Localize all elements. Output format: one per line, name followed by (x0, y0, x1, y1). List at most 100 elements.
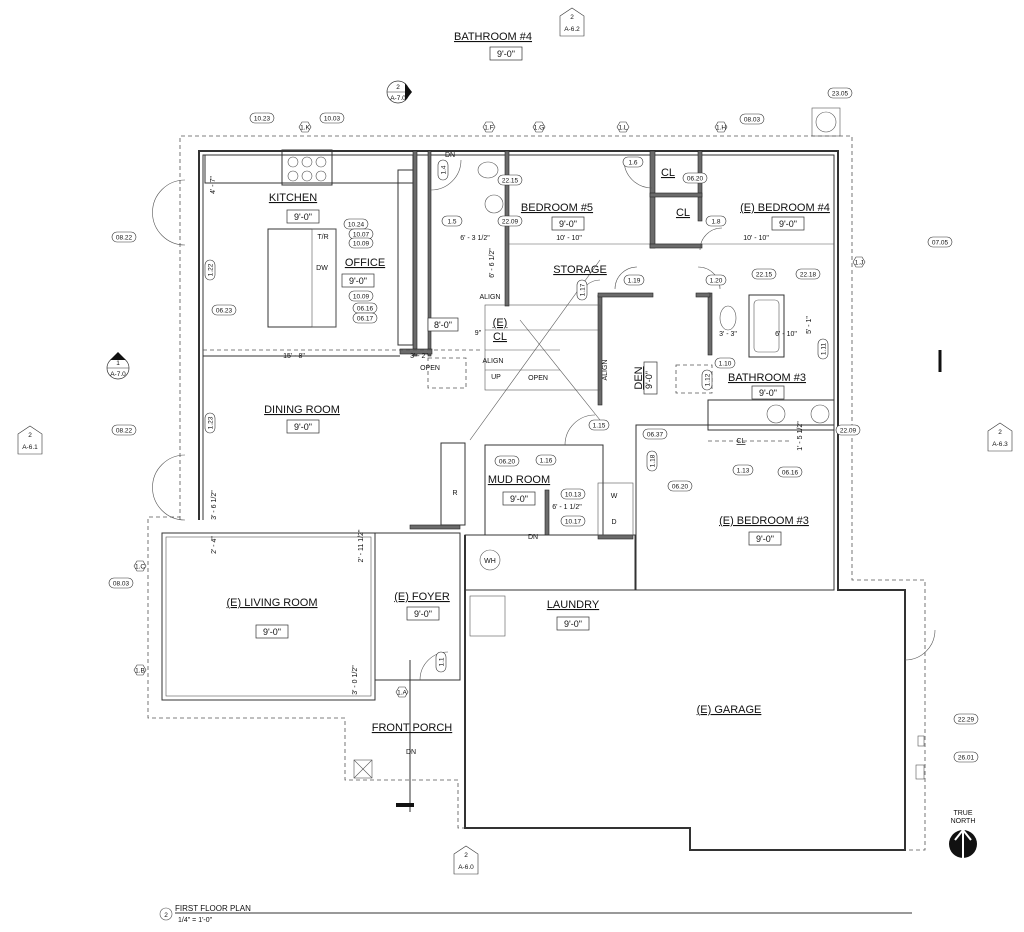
ceiling-height: 9'-0" (497, 49, 515, 59)
keynote-callout: 06.20 (682, 172, 708, 184)
section-sheet: A-6.1 (22, 444, 38, 451)
door-tag: 1.23 (204, 412, 216, 434)
callout-text: 10.17 (565, 518, 582, 525)
keynote-callout: 10.09 (348, 290, 374, 302)
drawing-scale: 1/4" = 1'-0" (178, 917, 213, 924)
plan-note: DW (316, 265, 328, 272)
room-name: BATHROOM #4 (454, 31, 532, 43)
keynote-callout: 08.03 (739, 113, 765, 125)
door-tag-text: 1.16 (540, 457, 553, 464)
section-sheet: A-7.0 (110, 371, 126, 378)
callout-text: 10.07 (353, 231, 370, 238)
room-name: CL (676, 207, 690, 219)
room-17: CL (676, 207, 690, 219)
window-tag-text: 1.B (135, 667, 145, 674)
section-sheet: A-6.2 (564, 26, 580, 33)
door-tag-text: 1.8 (711, 218, 720, 225)
plan-note: T/R (317, 234, 328, 241)
keynote-callout: 06.20 (667, 480, 693, 492)
plan-note: R (452, 490, 457, 497)
window-tag: 1.G (532, 121, 546, 133)
keynote-callout: 07.05 (927, 236, 953, 248)
callout-text: 22.09 (840, 427, 857, 434)
room-name: BEDROOM #5 (521, 202, 593, 214)
room-name: LAUNDRY (547, 599, 600, 611)
plan-note: DN (528, 534, 538, 541)
keynote-callout: 06.16 (352, 302, 378, 314)
keynote-callout: 22.29 (953, 713, 979, 725)
door-tag-text: 1.12 (704, 373, 711, 386)
room-name: (E) BEDROOM #4 (740, 202, 830, 214)
door-tag-text: 1.6 (628, 159, 637, 166)
dimension-label: 2' - 4" (211, 536, 218, 554)
callout-text: 22.09 (502, 218, 519, 225)
ceiling-height-box (771, 216, 805, 231)
room-name: FRONT PORCH (372, 722, 453, 734)
dimension-label: 3' - 2" (410, 353, 428, 360)
keynote-callout: 08.22 (111, 231, 137, 243)
keynote-callout: 06.17 (352, 312, 378, 324)
door-tag: 1.5 (441, 215, 463, 227)
plan-note: DN (406, 749, 416, 756)
window-tag: 1.K (298, 121, 312, 133)
keynote-callout: 22.15 (497, 174, 523, 186)
section-number: 2 (998, 429, 1002, 436)
ceiling-height-box (551, 216, 585, 231)
ceiling-height: 9'-0" (759, 388, 777, 398)
window-tag-text: 1.A (397, 689, 407, 696)
window-tag-text: 1.C (135, 563, 145, 570)
callout-text: 06.16 (782, 469, 799, 476)
room-7: BATHROOM #39'-0" (728, 372, 806, 400)
room-name: DEN (633, 366, 645, 389)
keynote-callout: 06.23 (211, 304, 237, 316)
ceiling-height: 9'-0" (349, 276, 367, 286)
callout-text: 23.05 (832, 90, 849, 97)
keynote-callout: 22.15 (751, 268, 777, 280)
section-marker: 2A-6.1 (17, 425, 43, 455)
door-tag-text: 1.1 (438, 657, 445, 666)
keynote-callout: 10.03 (319, 112, 345, 124)
ceiling-height: 9'-0" (779, 219, 797, 229)
room-name: (E) FOYER (394, 591, 450, 603)
ceiling-height: 9'-0" (756, 534, 774, 544)
ceiling-height: 9'-0" (644, 371, 654, 389)
dimension-label: 5' - 1" (806, 316, 813, 334)
room-3: BEDROOM #59'-0" (521, 202, 593, 231)
door-tag-text: 1.20 (710, 277, 723, 284)
keynote-callout: 23.05 (827, 87, 853, 99)
callout-text: 22.18 (800, 271, 817, 278)
door-tag: 1.15 (588, 419, 610, 431)
room-name: MUD ROOM (488, 474, 550, 486)
ceiling-height-box (406, 606, 440, 621)
window-tag: 1.J (852, 256, 866, 268)
callout-text: 06.37 (647, 431, 664, 438)
room-2: BATHROOM #4 9'-0" (454, 31, 532, 61)
dimension-label: 6' - 6 1/2" (489, 248, 496, 278)
keynote-callout: 10.24 (343, 218, 369, 230)
section-sheet: A-7.0 (390, 95, 406, 102)
window-tag-text: 1.F (484, 124, 493, 131)
door-tag-text: 1.22 (207, 263, 214, 276)
door-tag-text: 1.5 (447, 218, 456, 225)
ceiling-height: 9'-0" (414, 609, 432, 619)
plan-linework (147, 107, 977, 921)
north-label: NORTH (951, 818, 976, 825)
dimension-label: 6' - 10" (775, 331, 797, 338)
dimension-label: 3' - 6 1/2" (211, 490, 218, 520)
door-tag: 1.11 (817, 338, 829, 360)
room-15: (E) GARAGE (697, 704, 762, 716)
room-12: (E) FOYER 9'-0" (394, 591, 450, 621)
dimension-label: 2' - 11 1/2" (358, 529, 365, 562)
drawing-number: 2 (164, 912, 168, 919)
callout-text: 06.20 (672, 483, 689, 490)
ceiling-height-box (643, 361, 658, 395)
dimension-label: 6' - 1 1/2" (552, 504, 582, 511)
room-name: (E) GARAGE (697, 704, 762, 716)
keynote-callout: 10.17 (560, 515, 586, 527)
ceiling-height-box (556, 616, 590, 631)
dimension-label: 9" (475, 330, 482, 337)
